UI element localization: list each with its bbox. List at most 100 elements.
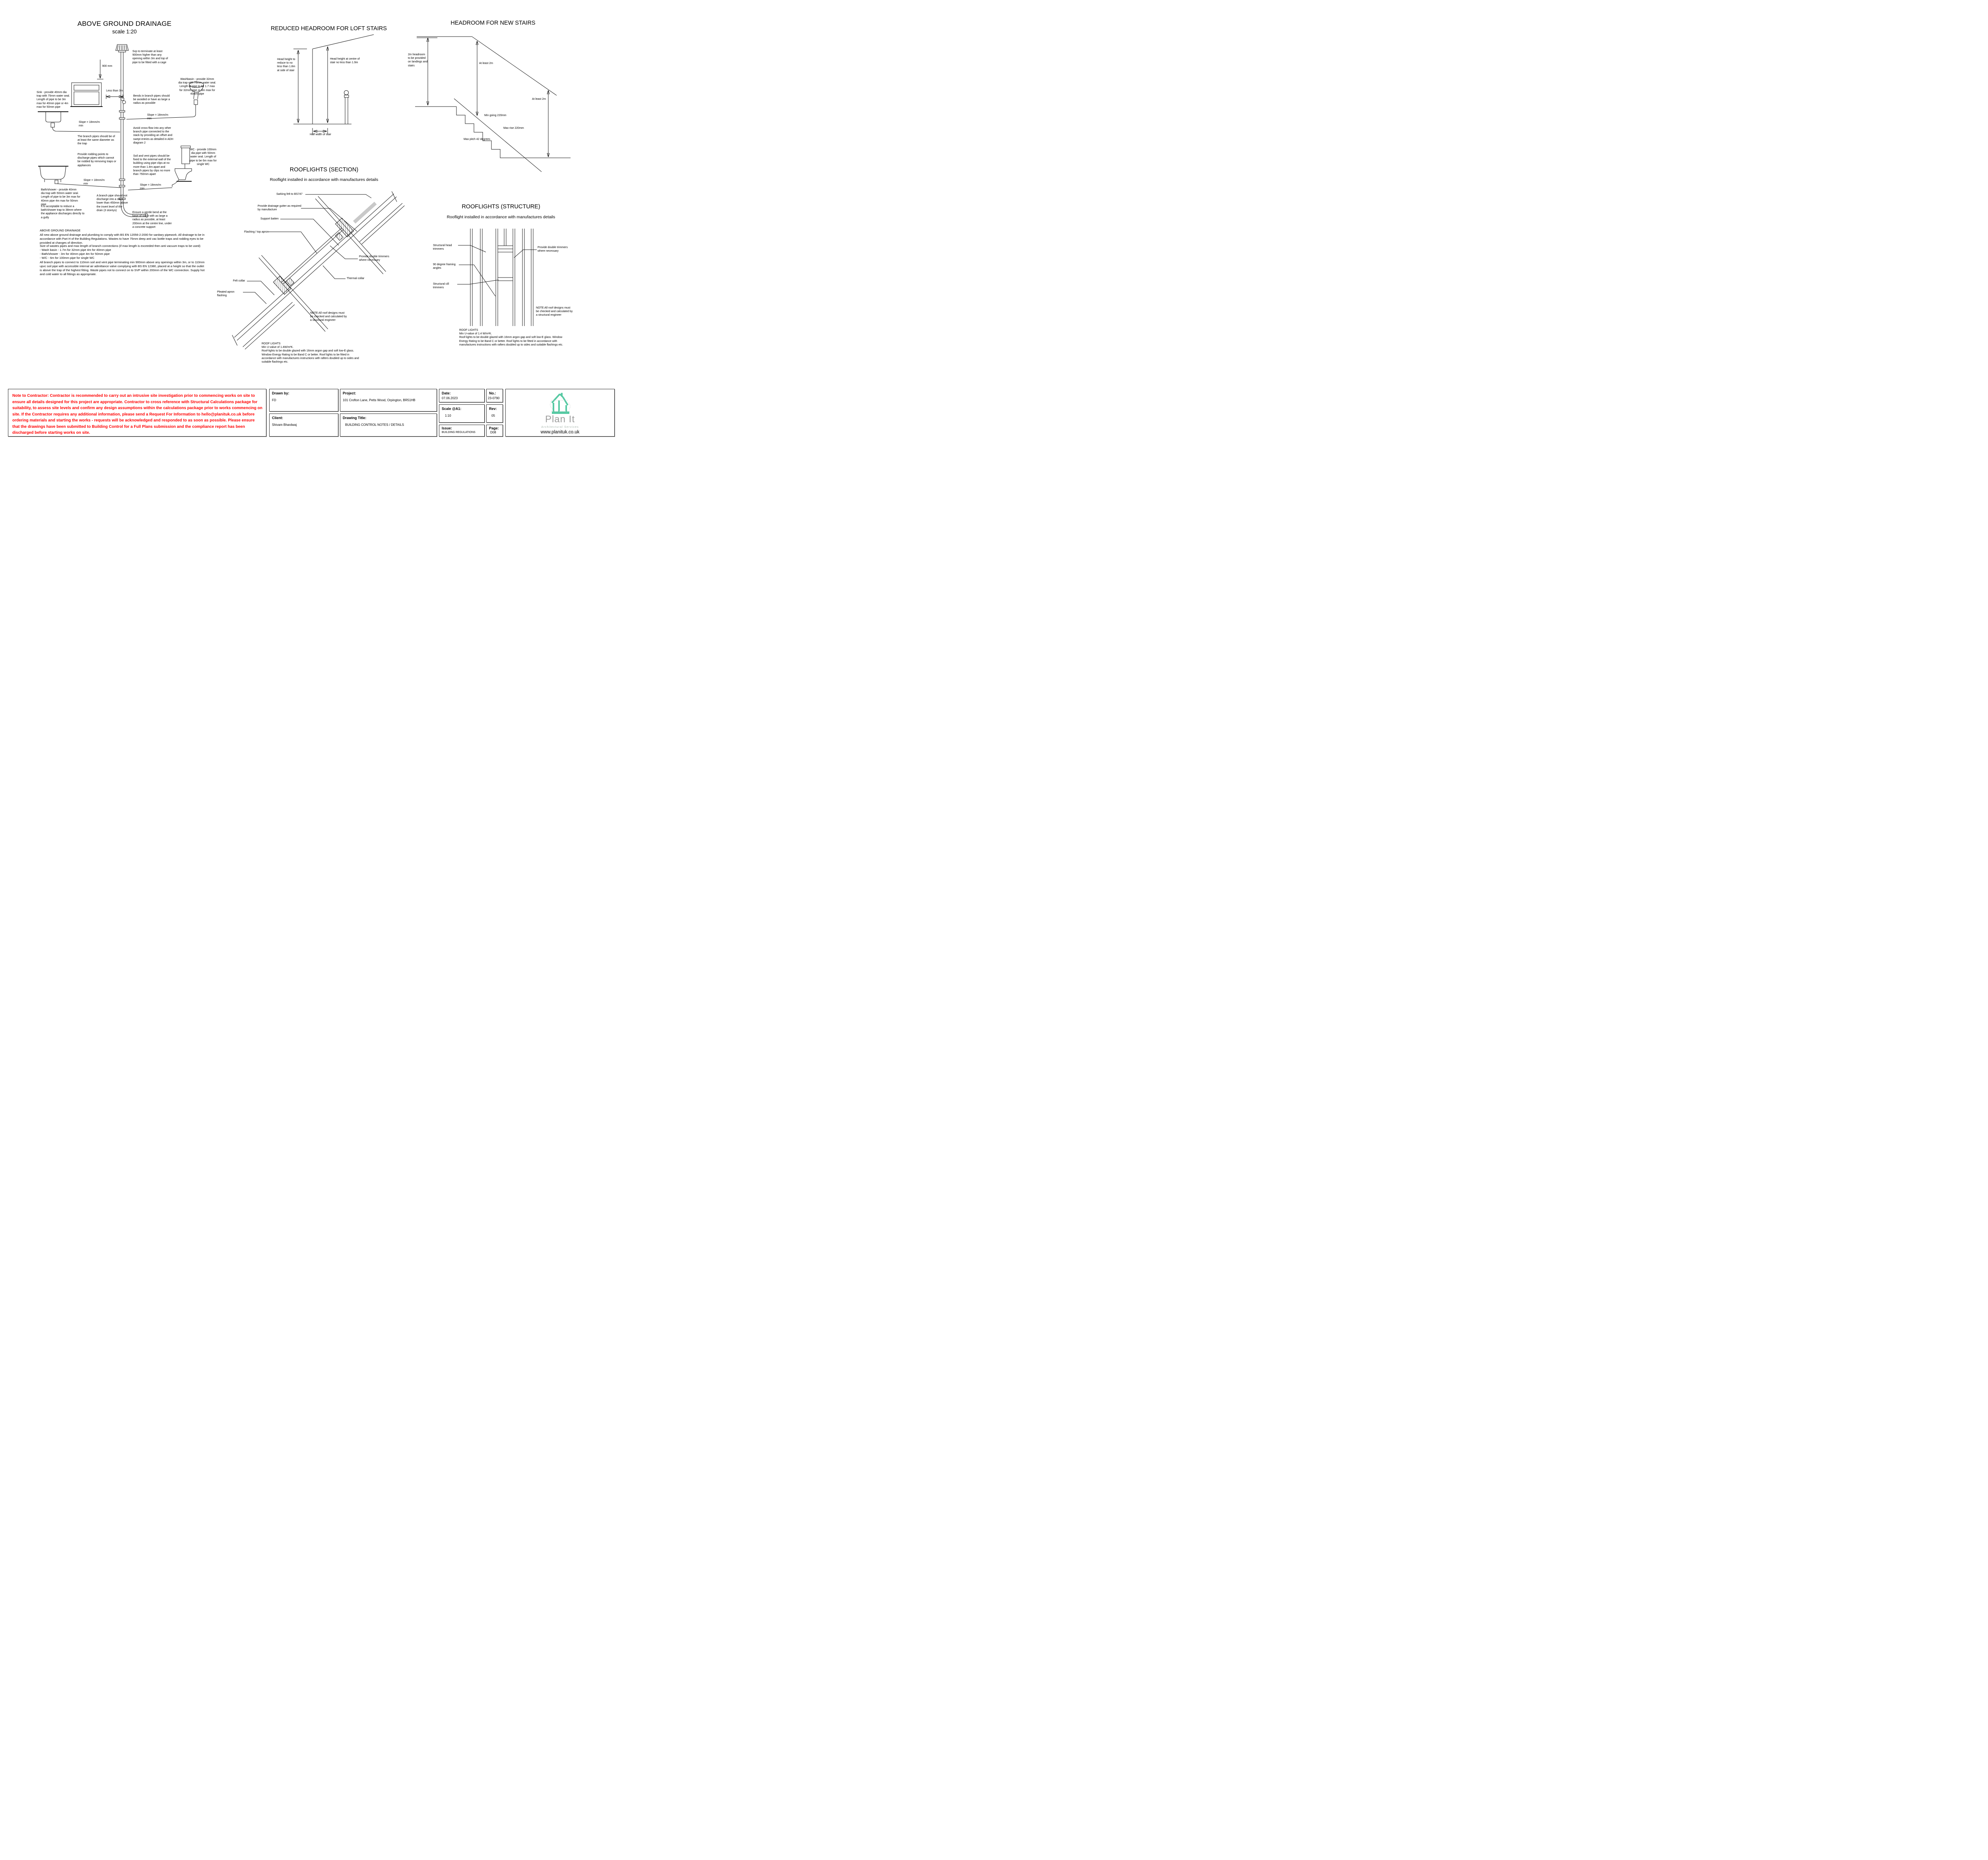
project-label: Project: — [343, 391, 356, 395]
drainage-notes-para2: Size of wastes pipes and max length of b… — [40, 244, 205, 276]
label-loft-centre: Head height at centre of stair no less t… — [330, 58, 360, 64]
drawing-title-value: BUILDING CONTROL NOTES / DETAILS — [345, 423, 404, 427]
issue-value: BUILDING REGULATIONS — [442, 431, 476, 434]
logo-tagline: Architectural Services — [541, 425, 579, 429]
label-at-least-2m-mid: At least 2m — [479, 62, 493, 65]
label-branch-discharge: A branch pipe should not discharge into … — [97, 194, 128, 212]
label-max-rise: Max rise 220mm — [503, 127, 524, 130]
label-drainage-gutter: Provide drainage gutter as required by m… — [258, 205, 301, 212]
logo-box: Plan It Architectural Services www.plani… — [505, 389, 615, 437]
drawing-title-box: Drawing Title: BUILDING CONTROL NOTES / … — [340, 414, 437, 437]
drawn-by-label: Drawn by: — [272, 391, 289, 395]
rooflights-structure-subtitle: Rooflight installed in accordance with m… — [447, 215, 555, 219]
rev-value: 05 — [491, 414, 495, 417]
loft-stairs-title: REDUCED HEADROOM FOR LOFT STAIRS — [271, 25, 387, 32]
rooflights-section-subtitle: Rooflight installed in accordance with m… — [270, 177, 379, 182]
rooflight-section-diagram — [232, 191, 405, 349]
client-label: Client: — [272, 416, 283, 420]
label-max-pitch: Max pitch 42 degrees — [464, 138, 490, 141]
label-bath: Bath/shower - provide 40mm dia trap with… — [41, 188, 80, 206]
drainage-subtitle: scale 1:20 — [112, 29, 137, 35]
date-label: Date: — [442, 391, 451, 395]
drawing-sheet: ABOVE GROUND DRAINAGE scale 1:20 REDUCED… — [0, 0, 623, 440]
label-felt-collar: Felt collar — [233, 280, 245, 282]
drainage-notes-para1: All new above ground drainage and plumbi… — [40, 233, 205, 245]
label-svp: Svp to terminate at least 900mm higher t… — [132, 50, 168, 64]
label-slope-washbasin: Slope = 18mm/m min — [147, 114, 169, 120]
sink-icon — [38, 111, 120, 132]
label-cill-trimmers: Structural cill trimmers — [433, 283, 449, 289]
rooflights-section-title: ROOFLIGHTS (SECTION) — [289, 167, 359, 173]
scale-value: 1:10 — [445, 414, 451, 417]
label-slope-sink: Slope = 18mm/m min — [79, 121, 100, 128]
rooflight-structure-diagram — [457, 229, 537, 326]
label-branch-diameter: The branch pipes should be of at least t… — [78, 135, 115, 146]
rooflights-section-note: NOTE:All roof designs must be checked an… — [310, 312, 347, 322]
rooflights-structure-spec: ROOF LIGHTS Min U-value of 1.4 W/m²K. Ro… — [459, 329, 563, 346]
label-double-trimmers-structure: Provide double trimmers where necessary — [538, 246, 568, 253]
label-min-going: Min going 220mm — [484, 114, 507, 117]
label-head-trimmers: Structural head trimmers — [433, 244, 452, 251]
page-box: Page: D08 — [486, 425, 503, 437]
rev-label: Rev: — [489, 407, 497, 411]
drawn-by-value: FD — [272, 398, 276, 402]
label-slope-wc: Slope = 18mm/m min — [140, 184, 161, 190]
label-at-least-2m-right: At least 2m — [532, 98, 546, 101]
label-soil-vent: Soil and vent pipes should be fixed to t… — [133, 155, 171, 176]
linework-svg — [38, 34, 571, 349]
drainage-diagram — [38, 44, 204, 217]
bath-icon — [38, 166, 121, 188]
page-value: D08 — [490, 431, 496, 434]
plan-it-logo-icon — [550, 393, 571, 414]
label-slope-bath: Slope = 18mm/m min — [83, 179, 105, 186]
label-pleated-apron: Pleated apron flashing — [217, 291, 235, 297]
label-reduce-trap: It is acceptable to reduce a bath/shower… — [41, 205, 85, 219]
newel-post-icon — [344, 90, 349, 124]
label-flashing: Flashing / top apron — [244, 231, 269, 233]
new-stairs-diagram — [415, 36, 571, 172]
label-rodding: Provide rodding points to discharge pipe… — [78, 153, 116, 167]
label-900mm: 900 mm — [102, 65, 113, 68]
drainage-title: ABOVE GROUND DRAINAGE — [77, 20, 172, 27]
contractor-note-box: Note to Contractor: Contractor is recomm… — [8, 389, 266, 437]
wc-icon — [128, 146, 192, 190]
project-value: 101 Crofton Lane, Petts Wood, Orpington,… — [343, 398, 415, 402]
logo-name: Plan It — [545, 414, 575, 425]
label-support-batten: Support batten — [260, 217, 279, 220]
contractor-note-text: Note to Contractor: Contractor is recomm… — [12, 394, 262, 435]
drawn-by-box: Drawn by: FD — [269, 389, 338, 412]
label-loft-half-width: Half width of stair — [310, 133, 331, 136]
drainage-notes-heading: ABOVE GROUND DRAINAGE — [40, 229, 81, 232]
drawing-title-label: Drawing Title: — [343, 416, 367, 420]
scale-label: Scale @A1: — [442, 407, 462, 411]
page-label: Page: — [489, 426, 499, 430]
project-box: Project: 101 Crofton Lane, Petts Wood, O… — [340, 389, 437, 412]
rooflights-section-spec: ROOF LIGHTS Min U-value of 1.4W/m²K. Roo… — [262, 342, 359, 364]
label-framing-angles: 90 degree framing angles — [433, 263, 456, 270]
new-stairs-title: HEADROOM FOR NEW STAIRS — [450, 20, 536, 26]
label-less-than-3m: Less than 3m — [106, 89, 123, 92]
washbasin-icon — [126, 82, 204, 120]
label-sink: Sink - provide 40mm dia trap with 75mm w… — [37, 91, 70, 109]
label-stairs-landing: 2m headroom to be provided on landings a… — [408, 53, 428, 67]
rooflights-structure-title: ROOFLIGHTS (STRUCTURE) — [462, 204, 540, 210]
label-gentle-bend: Ensure a gentle bend at the base of stac… — [132, 211, 172, 229]
date-box: Date: 07.06.2023 — [439, 389, 485, 402]
issue-box: Issue: BUILDING REGULATIONS — [439, 425, 485, 437]
label-thermal-collar: Thermal collar — [347, 277, 365, 280]
no-box: No.: 23-0790 — [486, 389, 503, 402]
label-bends: Bends in branch pipes should be avoided … — [133, 95, 170, 105]
label-loft-side: Head height to reduce to no less than 1.… — [277, 58, 295, 72]
client-value: Shivam Bhardwaj — [272, 423, 297, 427]
issue-label: Issue: — [442, 426, 452, 430]
scale-box: Scale @A1: 1:10 — [439, 404, 485, 423]
label-cross-flow: Avoid cross-flow into any other branch p… — [133, 127, 173, 144]
date-value: 07.06.2023 — [442, 396, 458, 400]
logo-website: www.planituk.co.uk — [540, 430, 580, 435]
label-wc: WC - provide 100mm dia pipe with 50mm wa… — [190, 148, 217, 166]
label-sarking-felt: Sarking felt to BS747 — [276, 193, 303, 196]
no-value: 23-0790 — [488, 396, 500, 400]
client-box: Client: Shivam Bhardwaj — [269, 414, 338, 437]
loft-stairs-diagram — [293, 34, 374, 134]
label-washbasin: Washbasin - provide 32mm dia trap with 7… — [178, 78, 216, 95]
